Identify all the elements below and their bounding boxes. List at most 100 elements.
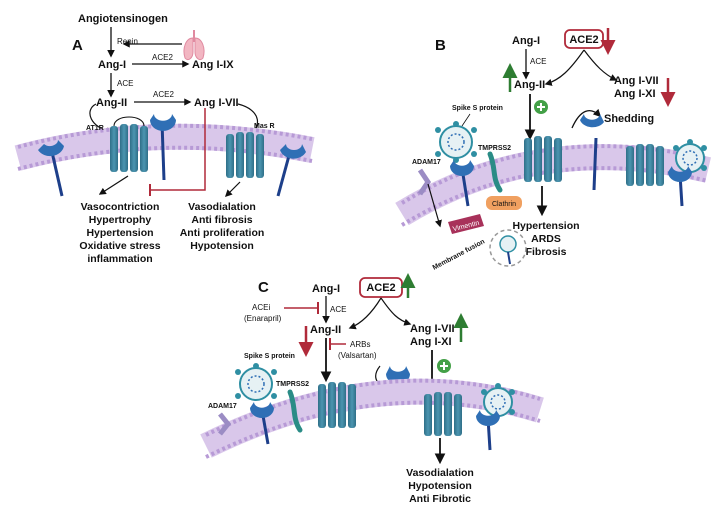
ang-ii-label: Ang-II — [96, 97, 127, 109]
ace-c-label: ACE — [330, 305, 346, 314]
ace2-c-label: ACE2 — [366, 282, 395, 294]
clathrin-shape: Clathrin — [486, 196, 522, 210]
effect-left-2: Hypertension — [86, 227, 153, 239]
tmprss2-b-label: TMPRSS2 — [478, 145, 511, 152]
effect-c-2: Anti Fibrotic — [409, 493, 471, 505]
effect-right-1: Anti fibrosis — [191, 214, 252, 226]
adam17-b — [417, 168, 432, 196]
panel-a: A Angiotensinogen Renin Ang-I ACE2 Ang I… — [14, 13, 315, 265]
ace-b-label: ACE — [530, 57, 546, 66]
spike-b-pointer — [461, 113, 471, 127]
membrane-fusion-label: Membrane fusion — [432, 238, 486, 271]
ace2-receptor-a-right — [276, 144, 306, 197]
ace2-to-angvii-arrow-b — [583, 49, 618, 81]
vimentin-shape: Vimentin — [448, 214, 484, 234]
ace2-receptor-b-virus — [450, 160, 474, 207]
effect-right-0: Vasodialation — [188, 201, 256, 213]
ace2-mid-label: ACE2 — [153, 90, 174, 99]
adam17-c-label: ADAM17 — [208, 403, 237, 410]
effect-b-1: ARDS — [531, 233, 561, 245]
ang-i-ix-label: Ang I-IX — [192, 59, 234, 71]
plus-icon — [437, 359, 451, 373]
spike-b-label: Spike S protein — [452, 105, 503, 112]
ace2-to-angvii-arrow-c — [380, 297, 412, 326]
ang-ii-c-label: Ang-II — [310, 324, 341, 336]
ace2-receptor-c-virus — [250, 402, 274, 445]
panel-c-label: C — [258, 279, 269, 296]
effect-left-0: Vasocontriction — [81, 201, 160, 213]
at1r-receptor-b — [524, 136, 562, 182]
effect-right-3: Hypotension — [190, 240, 254, 252]
effect-left-1: Hypertrophy — [89, 214, 152, 226]
effect-left-4: inflammation — [87, 253, 152, 265]
ace2-receptor-b-center — [592, 137, 598, 191]
clathrin-label: Clathrin — [492, 201, 516, 208]
effects-left-a: Vasocontriction Hypertrophy Hypertension… — [79, 201, 160, 265]
tmprss2-c — [287, 389, 303, 433]
ace2-receptor-a-left — [38, 140, 64, 197]
arbs-label: ARBs — [350, 340, 370, 349]
effect-c-0: Vasodialation — [406, 467, 474, 479]
valsartan-label: (Valsartan) — [338, 351, 377, 360]
ang-i-c-label: Ang-I — [312, 283, 340, 295]
masr-receptor-c — [424, 392, 462, 436]
virus-icon — [235, 363, 277, 401]
at1r-effect-arrow — [98, 175, 129, 195]
mas-r-receptor — [226, 132, 264, 178]
endosome-icon — [489, 229, 527, 267]
effects-right-a: Vasodialation Anti fibrosis Anti prolife… — [180, 201, 265, 252]
plus-icon — [534, 100, 548, 114]
renin-label: Renin — [117, 37, 138, 46]
tmprss2-c-label: TMPRSS2 — [276, 381, 309, 388]
at1r-label: AT1R — [86, 125, 104, 132]
ace-label: ACE — [117, 79, 133, 88]
virus-icon — [435, 121, 477, 163]
ang-i-vii-c-label: Ang I-VII — [410, 323, 455, 335]
virus-icon — [673, 139, 707, 173]
ace2-to-angii-arrow-c — [348, 297, 382, 330]
at1r-receptor — [110, 116, 148, 172]
shed-ace2 — [580, 114, 604, 128]
effect-c-1: Hypotension — [408, 480, 472, 492]
masr-receptor-b — [626, 144, 664, 186]
spike-c-label: Spike S protein — [244, 353, 295, 360]
shedding-label: Shedding — [604, 113, 654, 125]
ang-i-vii-label: Ang I-VII — [194, 97, 239, 109]
adam17-c — [218, 412, 232, 436]
ace2-box-b — [564, 29, 604, 49]
ang-i-xi-b-label: Ang I-XI — [614, 88, 656, 100]
panel-a-label: A — [72, 37, 83, 54]
effect-left-3: Oxidative stress — [79, 240, 160, 252]
effect-right-2: Anti proliferation — [180, 227, 265, 239]
ang-i-vii-b-label: Ang I-VII — [614, 75, 659, 87]
ang-i-xi-c-label: Ang I-XI — [410, 336, 452, 348]
ang-i-label: Ang-I — [98, 59, 126, 71]
panel-b: B Ang-I ACE2 ACE Ang-II Ang I-VII Ang I-… — [395, 28, 712, 272]
shedding-arrow — [571, 108, 602, 129]
ace2-receptor-c-right — [476, 410, 500, 451]
effects-b: Hypertension ARDS Fibrosis — [512, 220, 579, 258]
masr-effect-arrow — [224, 181, 241, 198]
angiotensinogen-label: Angiotensinogen — [78, 13, 168, 25]
ace2-to-angii-arrow-b — [544, 49, 585, 86]
adam17-b-arrow — [427, 183, 442, 228]
tmprss2-b — [487, 151, 503, 193]
effect-b-0: Hypertension — [512, 220, 579, 232]
effects-c: Vasodialation Hypotension Anti Fibrotic — [406, 467, 474, 505]
effect-b-2: Fibrosis — [526, 246, 567, 258]
mas-r-label: Mas R — [254, 123, 275, 130]
ang-ii-b-label: Ang-II — [514, 79, 545, 91]
ace2-b-label: ACE2 — [569, 34, 598, 46]
adam17-b-label: ADAM17 — [412, 159, 441, 166]
acei-label: ACEi — [252, 303, 270, 312]
panel-b-label: B — [435, 37, 446, 54]
panel-c: C Ang-I ACE2 ACEi (Enarapril) ACE Ang-II… — [200, 273, 544, 505]
lungs-icon — [183, 30, 205, 61]
at1r-receptor-c — [318, 382, 356, 428]
inhibition-line-a — [150, 108, 206, 191]
ang-i-b-label: Ang-I — [512, 35, 540, 47]
enarapril-label: (Enarapril) — [244, 314, 282, 323]
ace2-receptor-a-center — [150, 114, 176, 181]
ace2-top-label: ACE2 — [152, 53, 173, 62]
